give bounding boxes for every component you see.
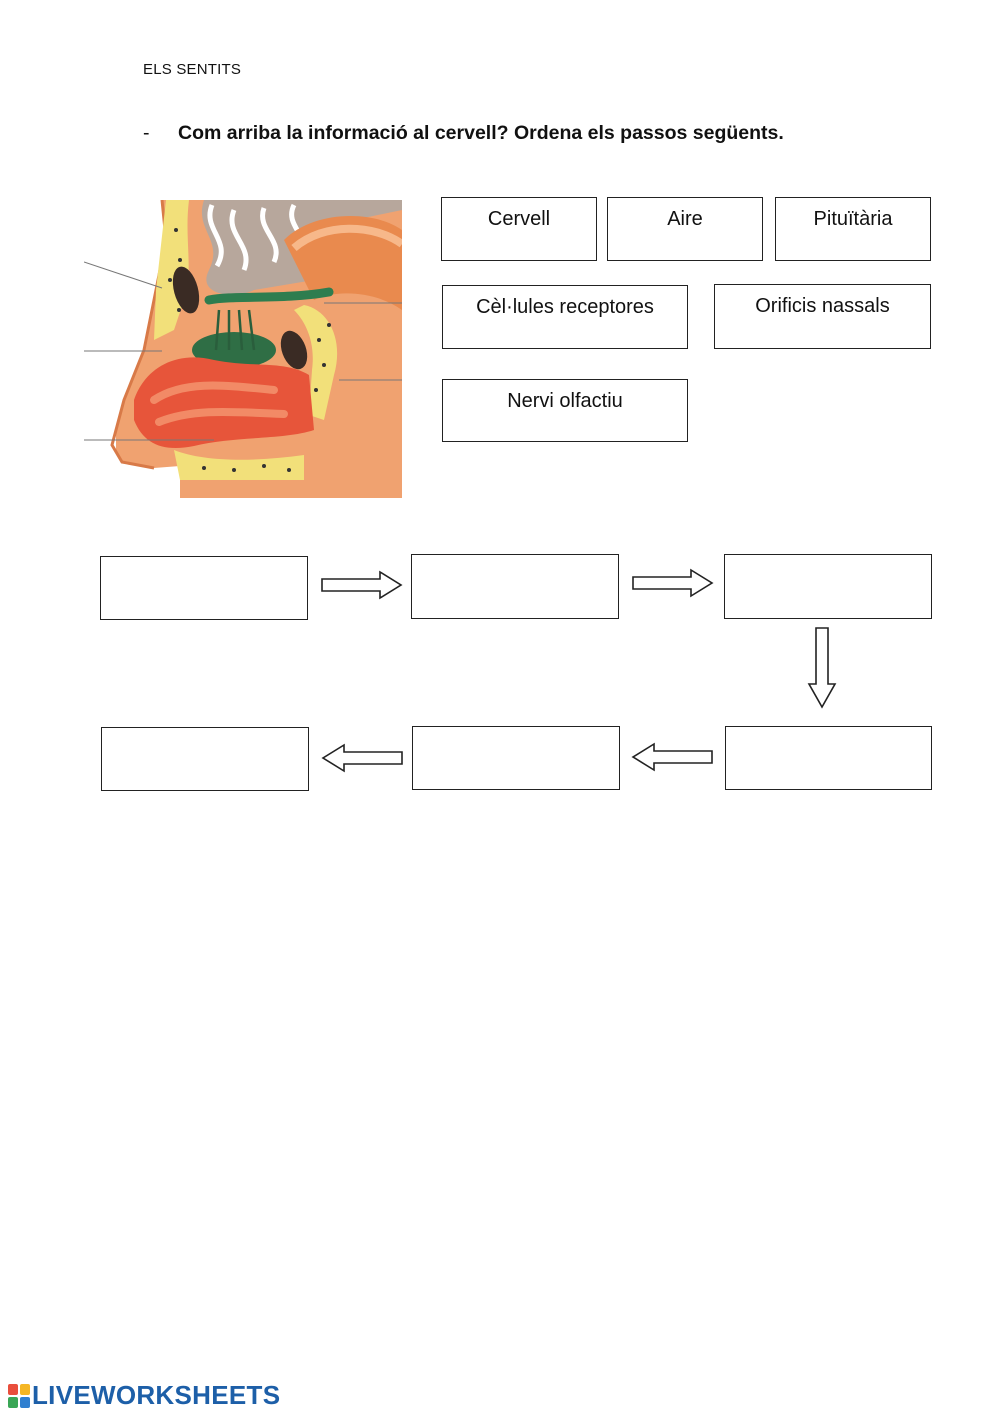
answer-box-5[interactable] [412,726,620,790]
word-card-aire[interactable]: Aire [607,197,763,261]
arrow-left-icon [321,743,403,773]
answer-box-3[interactable] [724,554,932,619]
word-card-cervell[interactable]: Cervell [441,197,597,261]
arrow-right-icon [632,568,714,598]
answer-box-4[interactable] [725,726,932,790]
liveworksheets-logo-icon [8,1383,30,1408]
instruction-bullet: - [143,122,150,144]
answer-box-2[interactable] [411,554,619,619]
nose-illustration [84,200,402,500]
instruction: - Com arriba la informació al cervell? O… [143,122,784,145]
worksheet-title: ELS SENTITS [143,61,242,78]
arrow-down-icon [807,627,837,709]
arrow-left-icon [631,742,713,772]
arrow-right-icon [321,570,403,600]
answer-box-6[interactable] [101,727,309,791]
answer-box-1[interactable] [100,556,308,620]
instruction-text: Com arriba la informació al cervell? Ord… [178,122,784,144]
word-card-orificis-nassals[interactable]: Orificis nassals [714,284,931,349]
word-card-cellules-receptores[interactable]: Cèl·lules receptores [442,285,688,349]
footer-brand-text: LIVEWORKSHEETS [32,1380,281,1410]
word-card-nervi-olfactiu[interactable]: Nervi olfactiu [442,379,688,442]
word-card-pituitaria[interactable]: Pituïtària [775,197,931,261]
footer-logo: LIVEWORKSHEETS [8,1380,280,1411]
